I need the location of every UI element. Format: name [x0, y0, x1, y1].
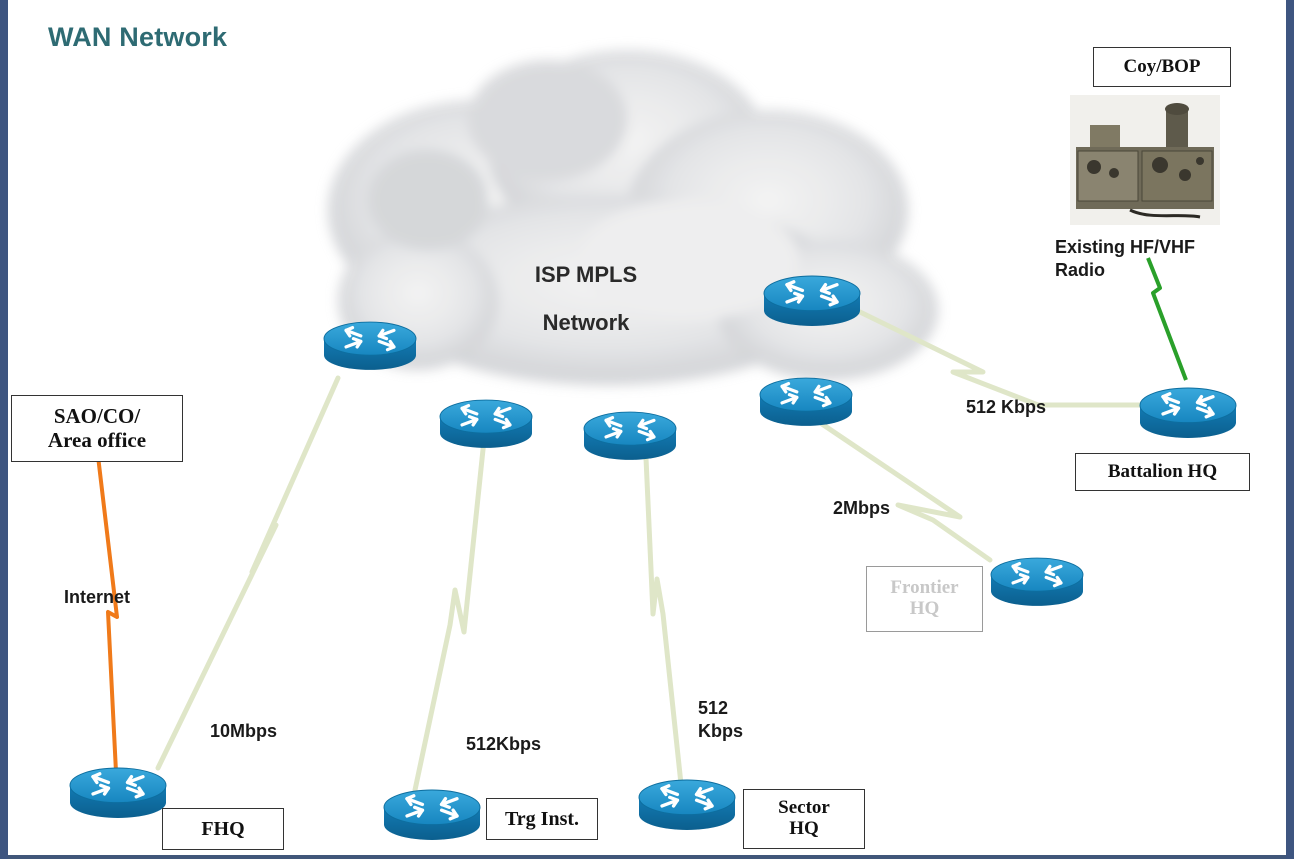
router-icon: [582, 410, 678, 462]
slide-right-border: [1286, 0, 1294, 859]
router-icon: [637, 778, 737, 832]
label-internet: Internet: [64, 587, 131, 607]
node-fhq: FHQ: [162, 808, 284, 850]
link-frontier: [819, 421, 993, 563]
label-existing-radio: Existing HF/VHF Radio: [1055, 237, 1196, 280]
router-icon: [1138, 386, 1238, 440]
router-icon: [322, 320, 418, 372]
slide: WAN Network ISP MPLS Network SAO/CO/ Are…: [8, 0, 1286, 855]
router-icon: [438, 398, 534, 450]
router-icon: [989, 556, 1085, 608]
router-icon: [762, 274, 862, 328]
label-512kbps-sector: 512 Kbps: [698, 698, 743, 741]
router-icon: [758, 376, 854, 428]
page-title: WAN Network: [48, 22, 228, 52]
network-diagram: [68, 50, 1238, 842]
label-512kbps-battalion: 512 Kbps: [966, 397, 1047, 417]
node-trg-inst: Trg Inst.: [486, 798, 598, 840]
radio-equipment-photo: [1070, 95, 1220, 225]
link-fhq: [155, 375, 341, 771]
router-icon: [382, 788, 482, 842]
cloud-label-line1: ISP MPLS: [534, 262, 638, 287]
link-trg: [412, 437, 487, 793]
node-battalion-hq: Battalion HQ: [1075, 453, 1250, 491]
slide-left-border: [0, 0, 8, 859]
node-coy-bop: Coy/BOP: [1093, 47, 1231, 87]
router-icon: [68, 766, 168, 820]
node-sector-hq: Sector HQ: [743, 789, 865, 849]
node-frontier-hq: Frontier HQ: [866, 566, 983, 632]
link-sector: [643, 455, 684, 787]
link-radio: [1146, 257, 1188, 381]
cloud-label-line2: Network: [542, 310, 630, 335]
link-battalion: [857, 309, 1143, 408]
label-512kbps-trg: 512Kbps: [466, 734, 542, 754]
label-10mbps: 10Mbps: [210, 721, 278, 741]
label-2mbps: 2Mbps: [833, 498, 891, 518]
node-sao-co-area-office: SAO/CO/ Area office: [11, 395, 183, 462]
link-internet: [96, 455, 119, 773]
